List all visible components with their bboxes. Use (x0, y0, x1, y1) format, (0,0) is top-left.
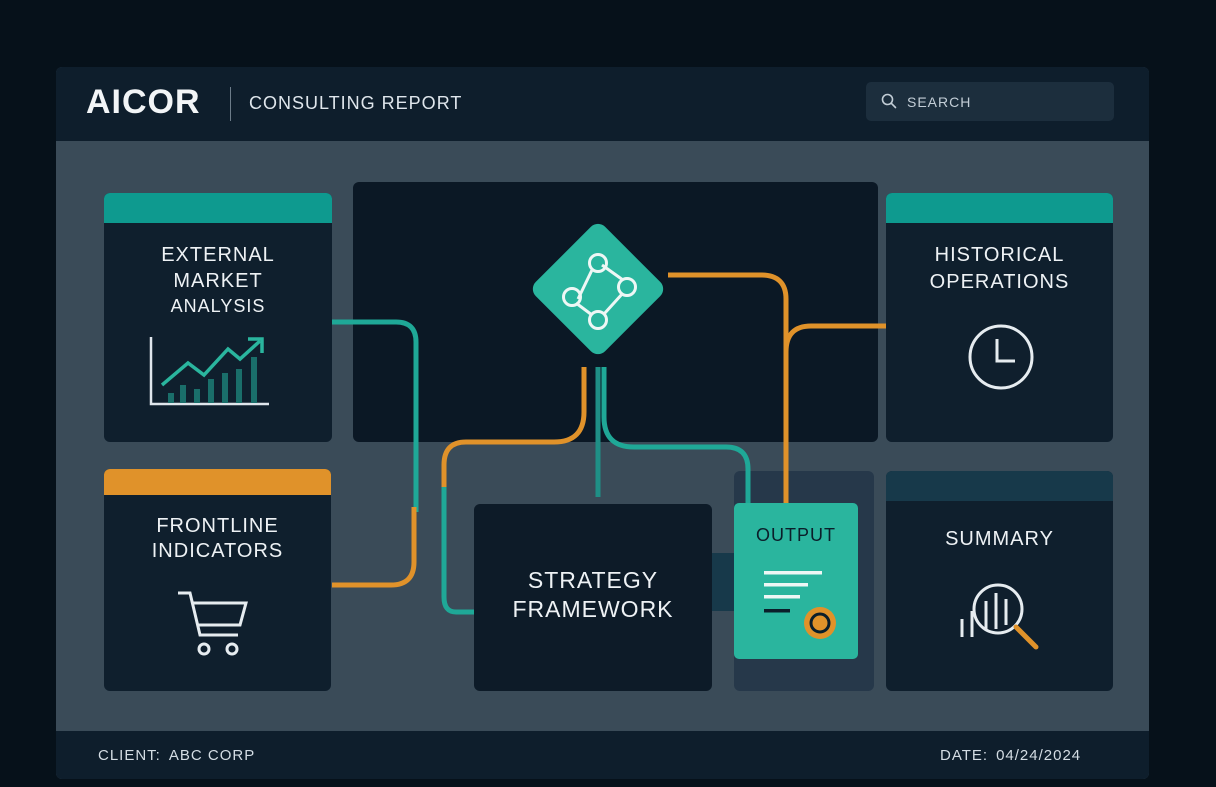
card-historical-operations[interactable]: HISTORICAL OPERATIONS (886, 193, 1113, 442)
clock-icon (968, 324, 1034, 390)
card-title-line-2: FRAMEWORK (512, 596, 674, 622)
report-window: AICOR CONSULTING REPORT SEARCH (56, 67, 1149, 779)
card-accent-bar (104, 469, 331, 495)
analytics-magnifier-icon (960, 583, 1039, 650)
card-title-line-1: STRATEGY (527, 567, 659, 593)
client-label: CLIENT: (98, 747, 161, 764)
card-frontline-indicators[interactable]: FRONTLINE INDICATORS (104, 469, 331, 691)
card-title-line-1: FRONTLINE (156, 515, 279, 537)
hub-diamond[interactable] (516, 207, 680, 376)
card-external-market[interactable]: EXTERNAL MARKET ANALYSIS (104, 193, 332, 442)
output-title: OUTPUT (756, 525, 836, 545)
card-strategy-framework[interactable]: STRATEGY FRAMEWORK (474, 504, 712, 691)
card-title-line-2: INDICATORS (151, 540, 284, 562)
client-value: ABC CORP (168, 747, 256, 764)
report-title: CONSULTING REPORT (249, 93, 463, 113)
footer-bar: CLIENT: ABC CORP DATE: 04/24/2024 (56, 731, 1149, 779)
card-summary[interactable]: SUMMARY (886, 471, 1113, 691)
header-divider (230, 87, 231, 121)
search-box[interactable]: SEARCH (866, 82, 1114, 121)
brand-logo: AICOR (86, 83, 201, 121)
document-badge-icon (764, 571, 836, 639)
card-title-line-3: ANALYSIS (170, 296, 266, 316)
date-info: DATE: 04/24/2024 (940, 747, 1081, 764)
date-value: 04/24/2024 (996, 747, 1082, 764)
search-icon (881, 93, 897, 109)
card-accent-bar (886, 471, 1113, 501)
client-info: CLIENT: ABC CORP (98, 747, 255, 764)
card-title: SUMMARY (945, 528, 1054, 550)
header-bar: AICOR CONSULTING REPORT SEARCH (56, 67, 1149, 141)
shopping-cart-icon (178, 591, 248, 656)
card-title-line-2: MARKET (173, 270, 263, 292)
date-label: DATE: (940, 747, 989, 764)
card-title-line-1: HISTORICAL (934, 244, 1065, 266)
card-accent-bar (104, 193, 332, 223)
network-nodes-icon (532, 223, 664, 355)
card-title-line-2: OPERATIONS (929, 271, 1070, 293)
growth-chart-icon (149, 337, 269, 406)
card-title-line-1: EXTERNAL (161, 244, 275, 266)
connector-lines (332, 272, 886, 615)
card-output[interactable]: OUTPUT (734, 503, 858, 659)
card-accent-bar (886, 193, 1113, 223)
search-placeholder: SEARCH (907, 94, 972, 110)
